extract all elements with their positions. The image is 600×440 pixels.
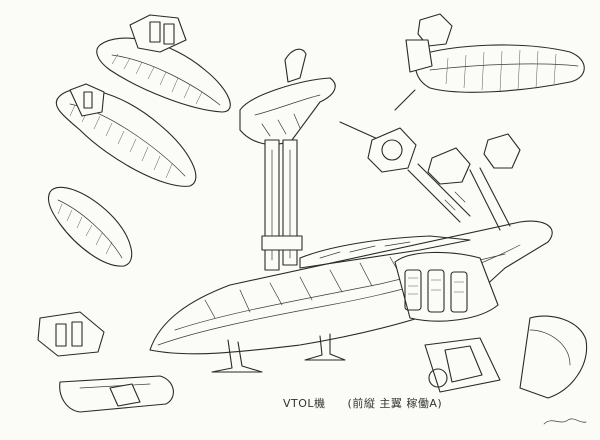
wing-section-mid (55, 83, 197, 187)
caption-note: (前縦 主翼 稼働A) (347, 397, 443, 410)
engine-nacelle (394, 251, 588, 399)
sheet-caption: VTOL機 (前縦 主翼 稼働A) (283, 395, 460, 411)
landing-part-detail (37, 311, 174, 413)
actuator-joints (367, 127, 521, 231)
central-pylon-assembly (239, 48, 381, 271)
caption-aircraft: VTOL機 (283, 397, 326, 410)
wing-section-top (96, 14, 231, 113)
artist-signature (543, 418, 587, 425)
wing-section-lower (47, 186, 133, 267)
wing-detail-exploded (394, 13, 585, 111)
